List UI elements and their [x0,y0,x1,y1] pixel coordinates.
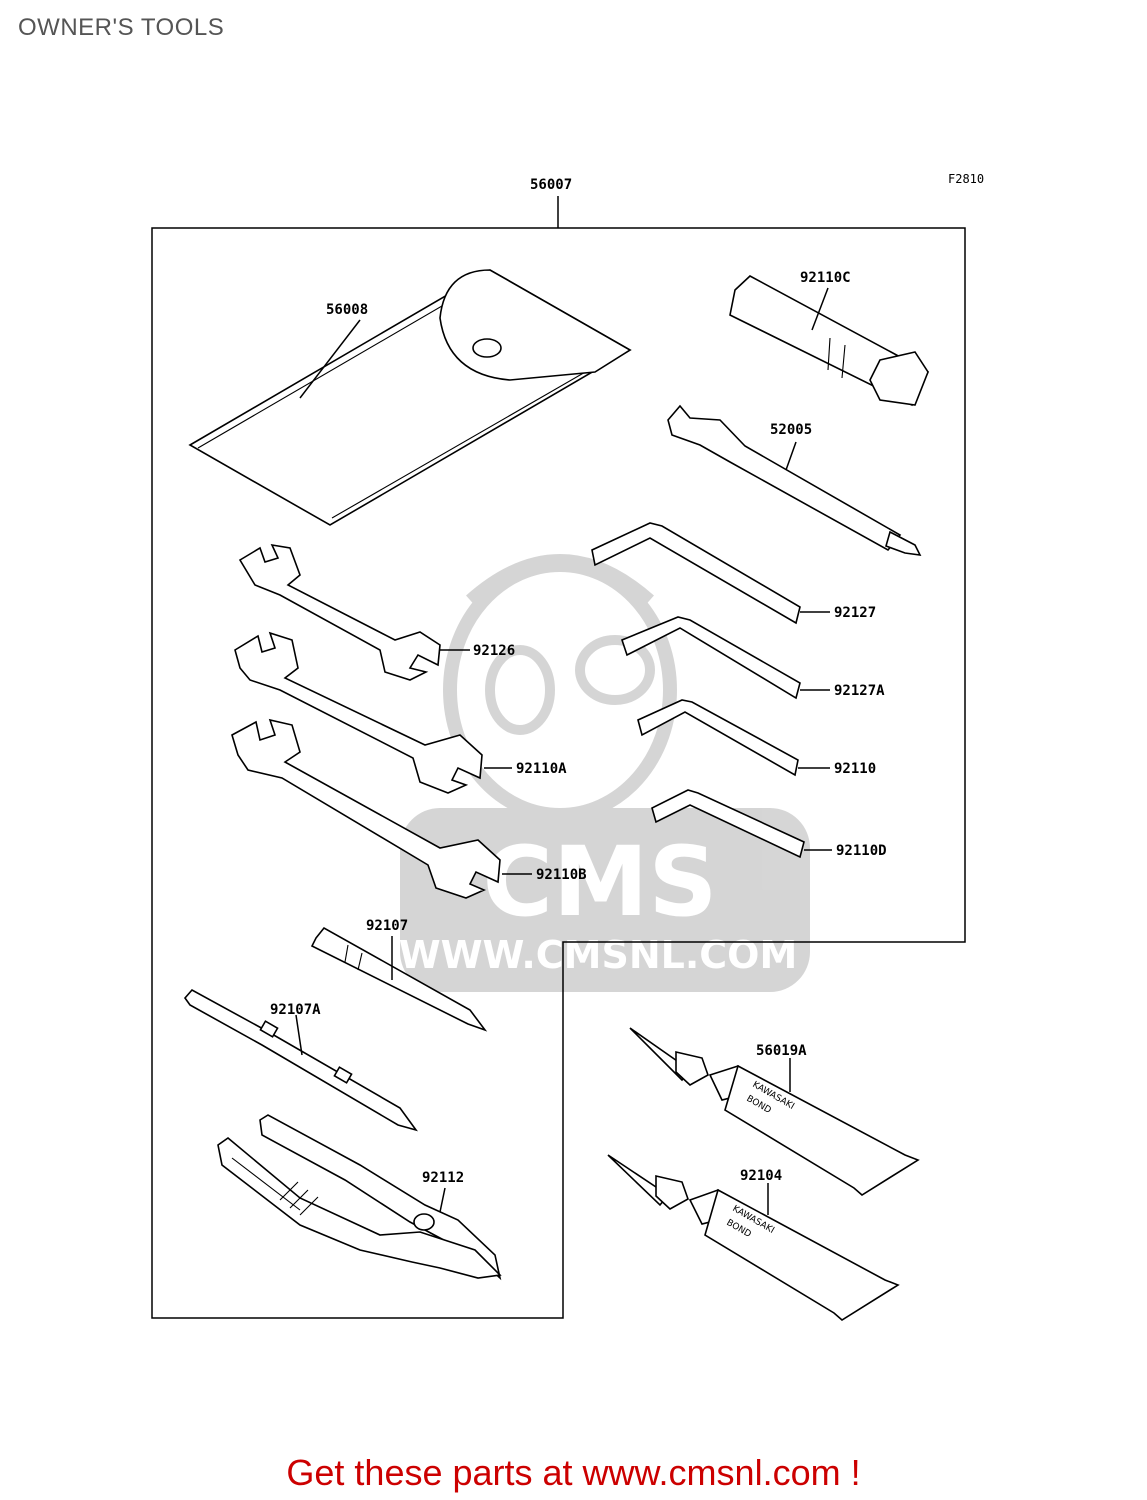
parts-diagram: CMS WWW.CMSNL.COM 56007 56008 92110C 520… [151,177,966,1321]
kit-bracket: 56007 [151,177,966,1319]
figure-code: F2810 [948,172,985,186]
page-title: OWNER'S TOOLS [18,14,225,41]
label-92127a: 92127A [834,683,885,699]
label-56008: 56008 [326,302,368,318]
label-56007: 56007 [530,177,572,193]
label-92104: 92104 [740,1168,782,1184]
label-92126: 92126 [473,643,515,659]
label-92110: 92110 [834,761,876,777]
label-92107: 92107 [366,918,408,934]
open-wrench-92110b: 92110B [231,718,587,899]
label-92127: 92127 [834,605,876,621]
label-52005: 52005 [770,422,812,438]
hex-wrench-92110: 92110 [637,699,876,777]
bond-tube-92104: KAWASAKI BOND 92104 [607,1154,900,1321]
plug-wrench: 92110C [729,270,930,407]
hex-wrench-92127a: 92127A [621,616,885,700]
watermark: CMS WWW.CMSNL.COM [399,554,810,992]
hex-wrench-92127: 92127 [591,522,876,625]
watermark-logo: CMS [482,826,717,938]
extension-bar: 52005 [667,404,922,556]
label-92112: 92112 [422,1170,464,1186]
open-wrench-92126: 92126 [238,543,515,681]
label-92107a: 92107A [270,1002,321,1018]
bond-tube-56019a: KAWASAKI BOND 56019A [629,1027,920,1196]
label-56019a: 56019A [756,1043,807,1059]
screwdriver-bit: 92107 [310,918,488,1032]
pliers: 92112 [217,1114,502,1281]
label-92110d: 92110D [836,843,887,859]
open-wrench-92110a: 92110A [234,631,567,794]
label-92110c: 92110C [800,270,851,286]
tool-pouch: 56008 [188,269,632,526]
hex-wrench-92110d: 92110D [651,789,887,859]
label-92110b: 92110B [536,867,587,883]
label-92110a: 92110A [516,761,567,777]
footer-promo[interactable]: Get these parts at www.cmsnl.com ! [286,1452,861,1493]
watermark-url: WWW.CMSNL.COM [399,933,798,977]
screwdriver-handle: 92107A [183,988,418,1132]
